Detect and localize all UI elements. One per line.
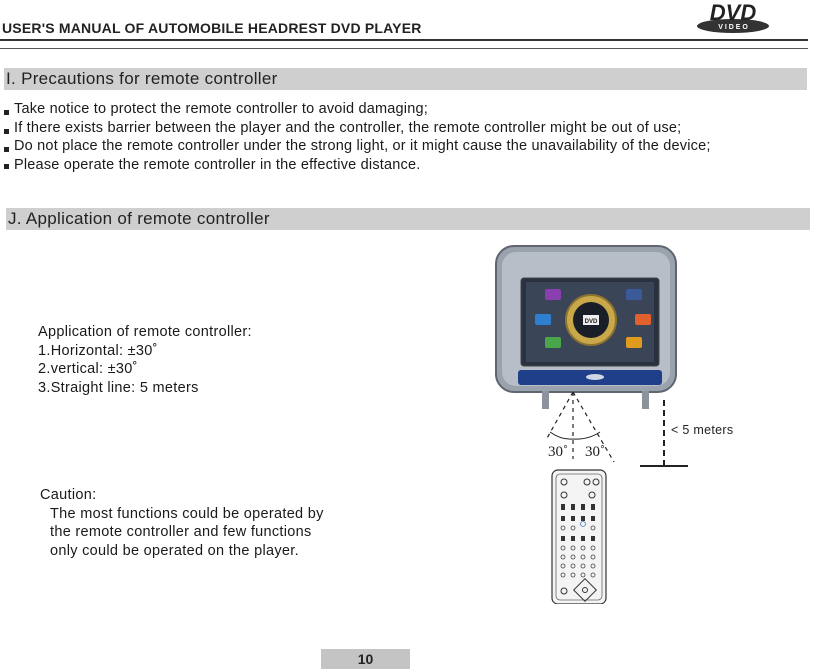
range-line-left xyxy=(545,391,574,441)
application-line: 2.vertical: ±30˚ xyxy=(38,361,138,377)
caution-note: Caution: The most functions could be ope… xyxy=(40,486,324,560)
precaution-item: Do not place the remote controller under… xyxy=(4,137,820,156)
remote-controller-drawing xyxy=(551,469,607,604)
angle-arc-right xyxy=(572,431,601,440)
section-j-heading-bar: J. Application of remote controller xyxy=(6,208,810,230)
section-j-heading: J. Application of remote controller xyxy=(8,209,270,228)
menu-icon-dvd xyxy=(583,315,599,325)
angle-right-label: 30˚ xyxy=(585,444,605,460)
section-i-heading-bar: I. Precautions for remote controller xyxy=(4,68,807,90)
dvd-logo-subtext: V I D E O xyxy=(718,24,748,31)
precautions-list: Take notice to protect the remote contro… xyxy=(4,100,820,174)
menu-icon-video xyxy=(545,289,561,300)
application-specs: Application of remote controller: 1.Hori… xyxy=(38,323,252,397)
distance-label: < 5 meters xyxy=(671,423,734,437)
application-line: 3.Straight line: 5 meters xyxy=(38,379,199,396)
document-header-title: USER'S MANUAL OF AUTOMOBILE HEADREST DVD… xyxy=(2,20,422,36)
precaution-item: Take notice to protect the remote contro… xyxy=(4,100,820,119)
header-rule-top xyxy=(0,39,808,41)
dvd-video-logo: V I D E O DVD xyxy=(697,0,769,33)
page-number: 10 xyxy=(357,651,374,667)
range-line-right xyxy=(572,391,615,463)
headrest-post-left xyxy=(542,391,549,409)
angle-arc-left xyxy=(549,431,574,440)
headrest-post-right xyxy=(642,391,649,409)
menu-icon-equalizer xyxy=(635,314,651,325)
menu-icon-settings xyxy=(626,289,642,300)
precaution-item: Please operate the remote controller in … xyxy=(4,156,820,175)
caution-line: the remote controller and few functions xyxy=(50,524,312,540)
menu-dvd-label: DVD xyxy=(585,319,598,325)
header-rule-bottom xyxy=(0,48,808,49)
distance-baseline xyxy=(640,465,688,467)
distance-line xyxy=(663,400,665,466)
remote-range-illustration: DVD xyxy=(495,245,677,604)
menu-icon-sd xyxy=(535,314,551,325)
section-i-heading: I. Precautions for remote controller xyxy=(6,69,278,88)
caution-title: Caution: xyxy=(40,487,97,503)
menu-icon-usb xyxy=(545,337,561,348)
caution-line: The most functions could be operated by xyxy=(50,505,324,522)
application-title: Application of remote controller: xyxy=(38,324,252,340)
precaution-item: If there exists barrier between the play… xyxy=(4,119,820,138)
page-number-box: 10 xyxy=(321,649,410,669)
application-line: 1.Horizontal: ±30˚ xyxy=(38,342,158,359)
menu-icon-tools xyxy=(626,337,642,348)
angle-left-label: 30˚ xyxy=(548,444,568,460)
caution-line: only could be operated on the player. xyxy=(50,542,299,559)
dvd-logo-text: DVD xyxy=(710,0,757,25)
